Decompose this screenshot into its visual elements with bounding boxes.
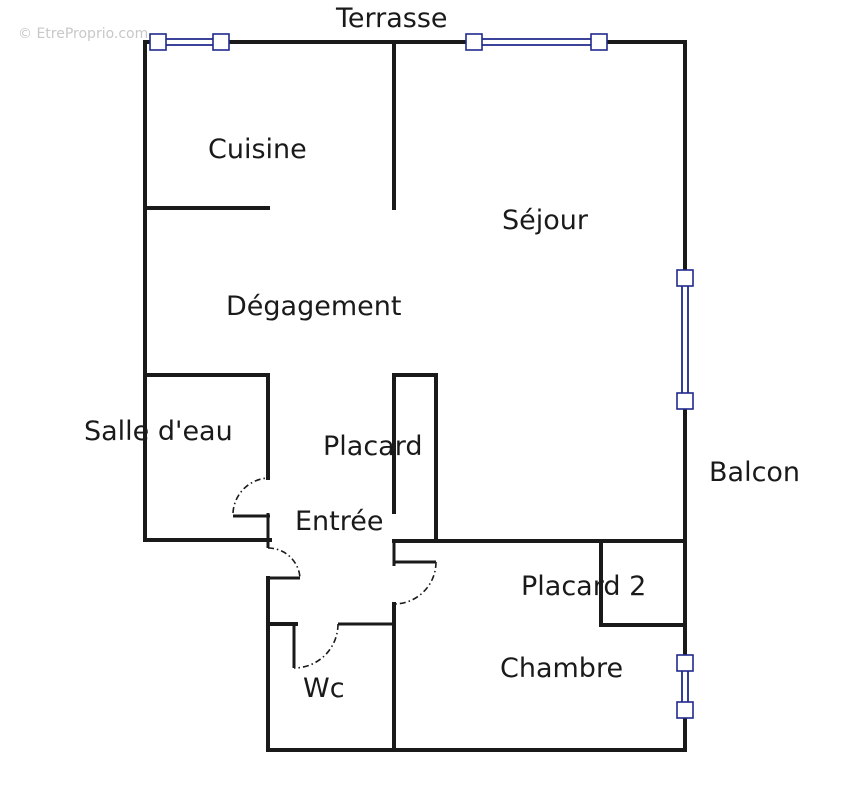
chambre-door-swing xyxy=(393,561,437,605)
window-top-left xyxy=(149,33,230,51)
label-terrasse: Terrasse xyxy=(335,3,448,34)
room-labels: Terrasse Cuisine Séjour Dégagement Salle… xyxy=(84,3,800,704)
label-chambre: Chambre xyxy=(500,653,623,684)
label-degagement: Dégagement xyxy=(226,291,401,322)
label-sejour: Séjour xyxy=(502,205,589,236)
label-salle-deau: Salle d'eau xyxy=(84,416,233,447)
entree-left-door-swing xyxy=(267,547,301,579)
salle-eau-door-swing xyxy=(232,477,269,514)
walls xyxy=(143,40,687,752)
watermark-text: © EtreProprio.com xyxy=(18,26,148,42)
windows xyxy=(149,33,694,719)
window-top-right xyxy=(465,33,608,51)
label-cuisine: Cuisine xyxy=(208,134,307,165)
window-right-chambre xyxy=(676,654,694,719)
label-wc: Wc xyxy=(303,673,345,704)
door-swings xyxy=(232,477,437,669)
window-right-sejour xyxy=(676,269,694,410)
label-balcon: Balcon xyxy=(709,457,800,488)
label-entree: Entrée xyxy=(295,506,384,537)
wc-door-swing xyxy=(293,623,339,669)
label-placard2: Placard 2 xyxy=(521,571,646,602)
label-placard: Placard xyxy=(323,431,422,462)
